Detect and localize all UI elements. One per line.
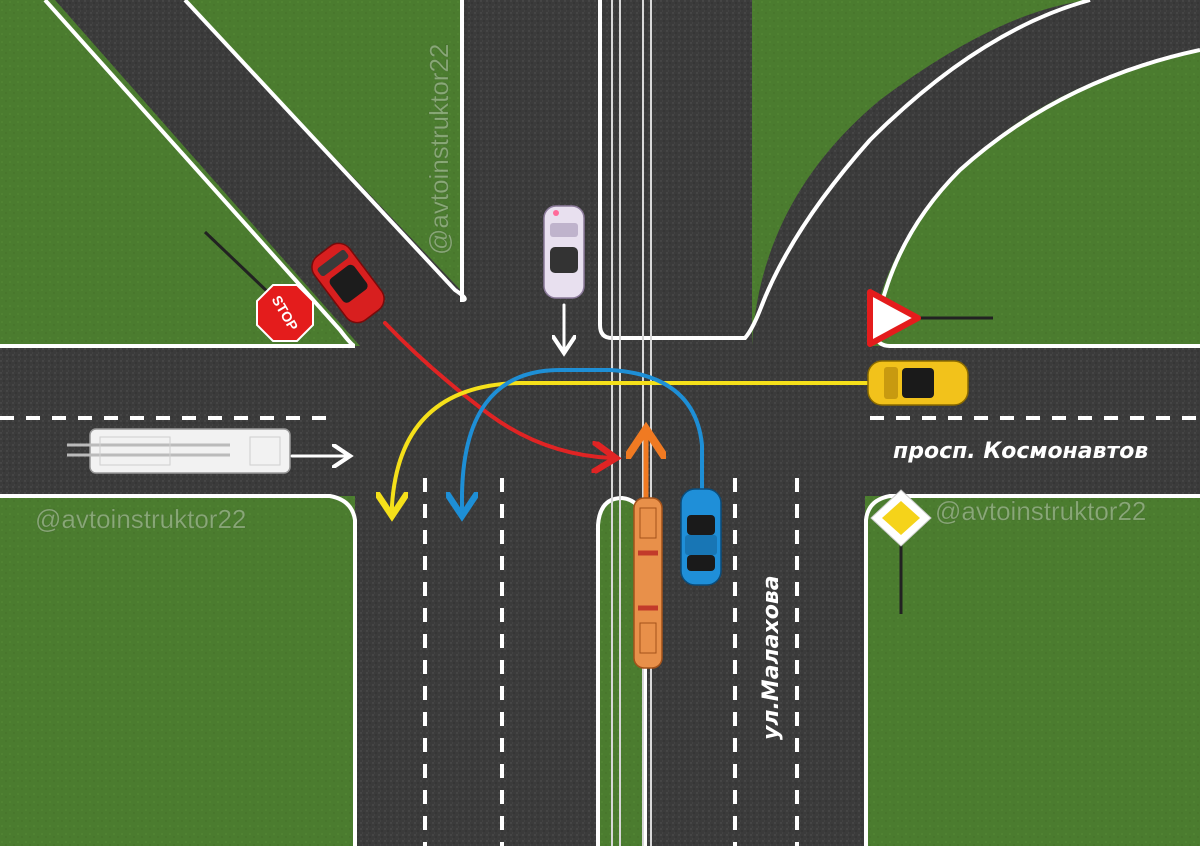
red-car [311,242,385,324]
watermark-left: @avtoinstruktor22 [35,504,246,534]
trolleybus [67,428,291,474]
blue-car [680,488,722,586]
street-label-horizontal: просп. Космонавтов [893,439,1148,464]
blue-path [462,368,704,512]
movement-paths [290,303,872,512]
street-label-vertical: ул.Малахова [759,575,784,740]
yellow-car [867,360,969,406]
tram [633,497,663,669]
stop-sign: STOP [203,230,314,342]
watermark-right: @avtoinstruktor22 [935,496,1146,526]
give-way-sign [867,289,993,347]
lane-markings [0,416,1200,846]
yellow-path [392,381,872,512]
white-car [543,205,585,299]
red-path [383,321,612,458]
priority-road-sign [870,489,932,614]
watermark-vertical: @avtoinstruktor22 [424,44,454,255]
